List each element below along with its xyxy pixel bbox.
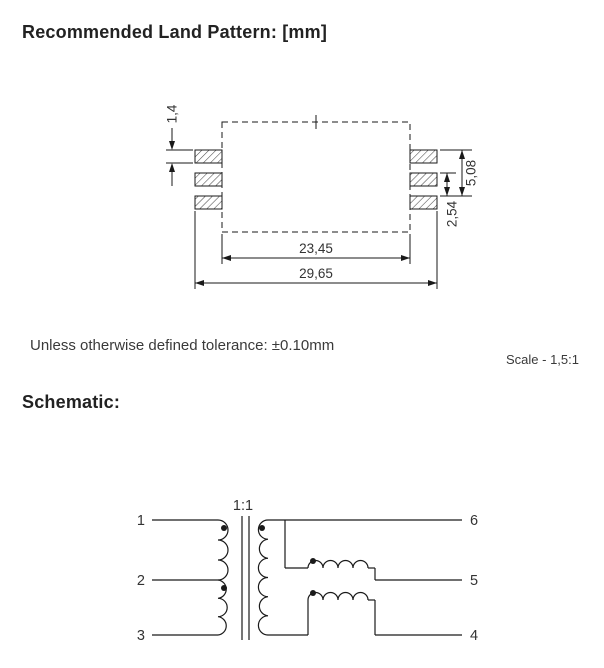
dim-pad-height: 1,4 — [165, 104, 180, 123]
pin-label-4: 4 — [470, 628, 478, 644]
polarity-dot — [259, 525, 265, 531]
pin-label-3: 3 — [137, 628, 145, 644]
polarity-dot — [221, 525, 227, 531]
polarity-dots — [221, 525, 316, 596]
component-body-outline — [221, 121, 411, 233]
primary-winding-top — [217, 519, 229, 581]
tolerance-note: Unless otherwise defined tolerance: ±0.1… — [30, 337, 335, 354]
pad-left-1 — [194, 149, 223, 164]
schematic-wires — [152, 516, 462, 640]
land-pattern-drawing: 1,4 5,08 2,54 23,45 29,65 — [165, 104, 479, 289]
choke-winding-top — [307, 559, 369, 569]
pin-label-1: 1 — [137, 513, 145, 529]
dim-row-pitch: 2,54 — [445, 200, 460, 227]
pad-right-3 — [409, 195, 438, 210]
polarity-dot — [310, 590, 316, 596]
pad-right-1 — [409, 149, 438, 164]
dimension-arrows — [169, 141, 465, 286]
dim-row-span: 5,08 — [464, 160, 479, 186]
pad-left-2 — [194, 172, 223, 187]
pin-label-5: 5 — [470, 573, 478, 589]
pin-label-6: 6 — [470, 513, 478, 529]
polarity-dot — [221, 585, 227, 591]
secondary-winding — [257, 519, 269, 636]
schematic-drawing: 1:1 1 2 3 6 5 4 — [137, 498, 478, 644]
scale-label: Scale - 1,5:1 — [506, 352, 579, 367]
land-pattern-heading: Recommended Land Pattern: [mm] — [22, 22, 328, 42]
polarity-dot — [310, 558, 316, 564]
pin-label-2: 2 — [137, 573, 145, 589]
pad-right-2 — [409, 172, 438, 187]
pad-left-3 — [194, 195, 223, 210]
choke-winding-bottom — [307, 591, 369, 601]
schematic-heading: Schematic: — [22, 392, 121, 412]
dim-inner-width: 23,45 — [299, 241, 333, 256]
turns-ratio-label: 1:1 — [233, 498, 253, 514]
dim-outer-width: 29,65 — [299, 266, 333, 281]
